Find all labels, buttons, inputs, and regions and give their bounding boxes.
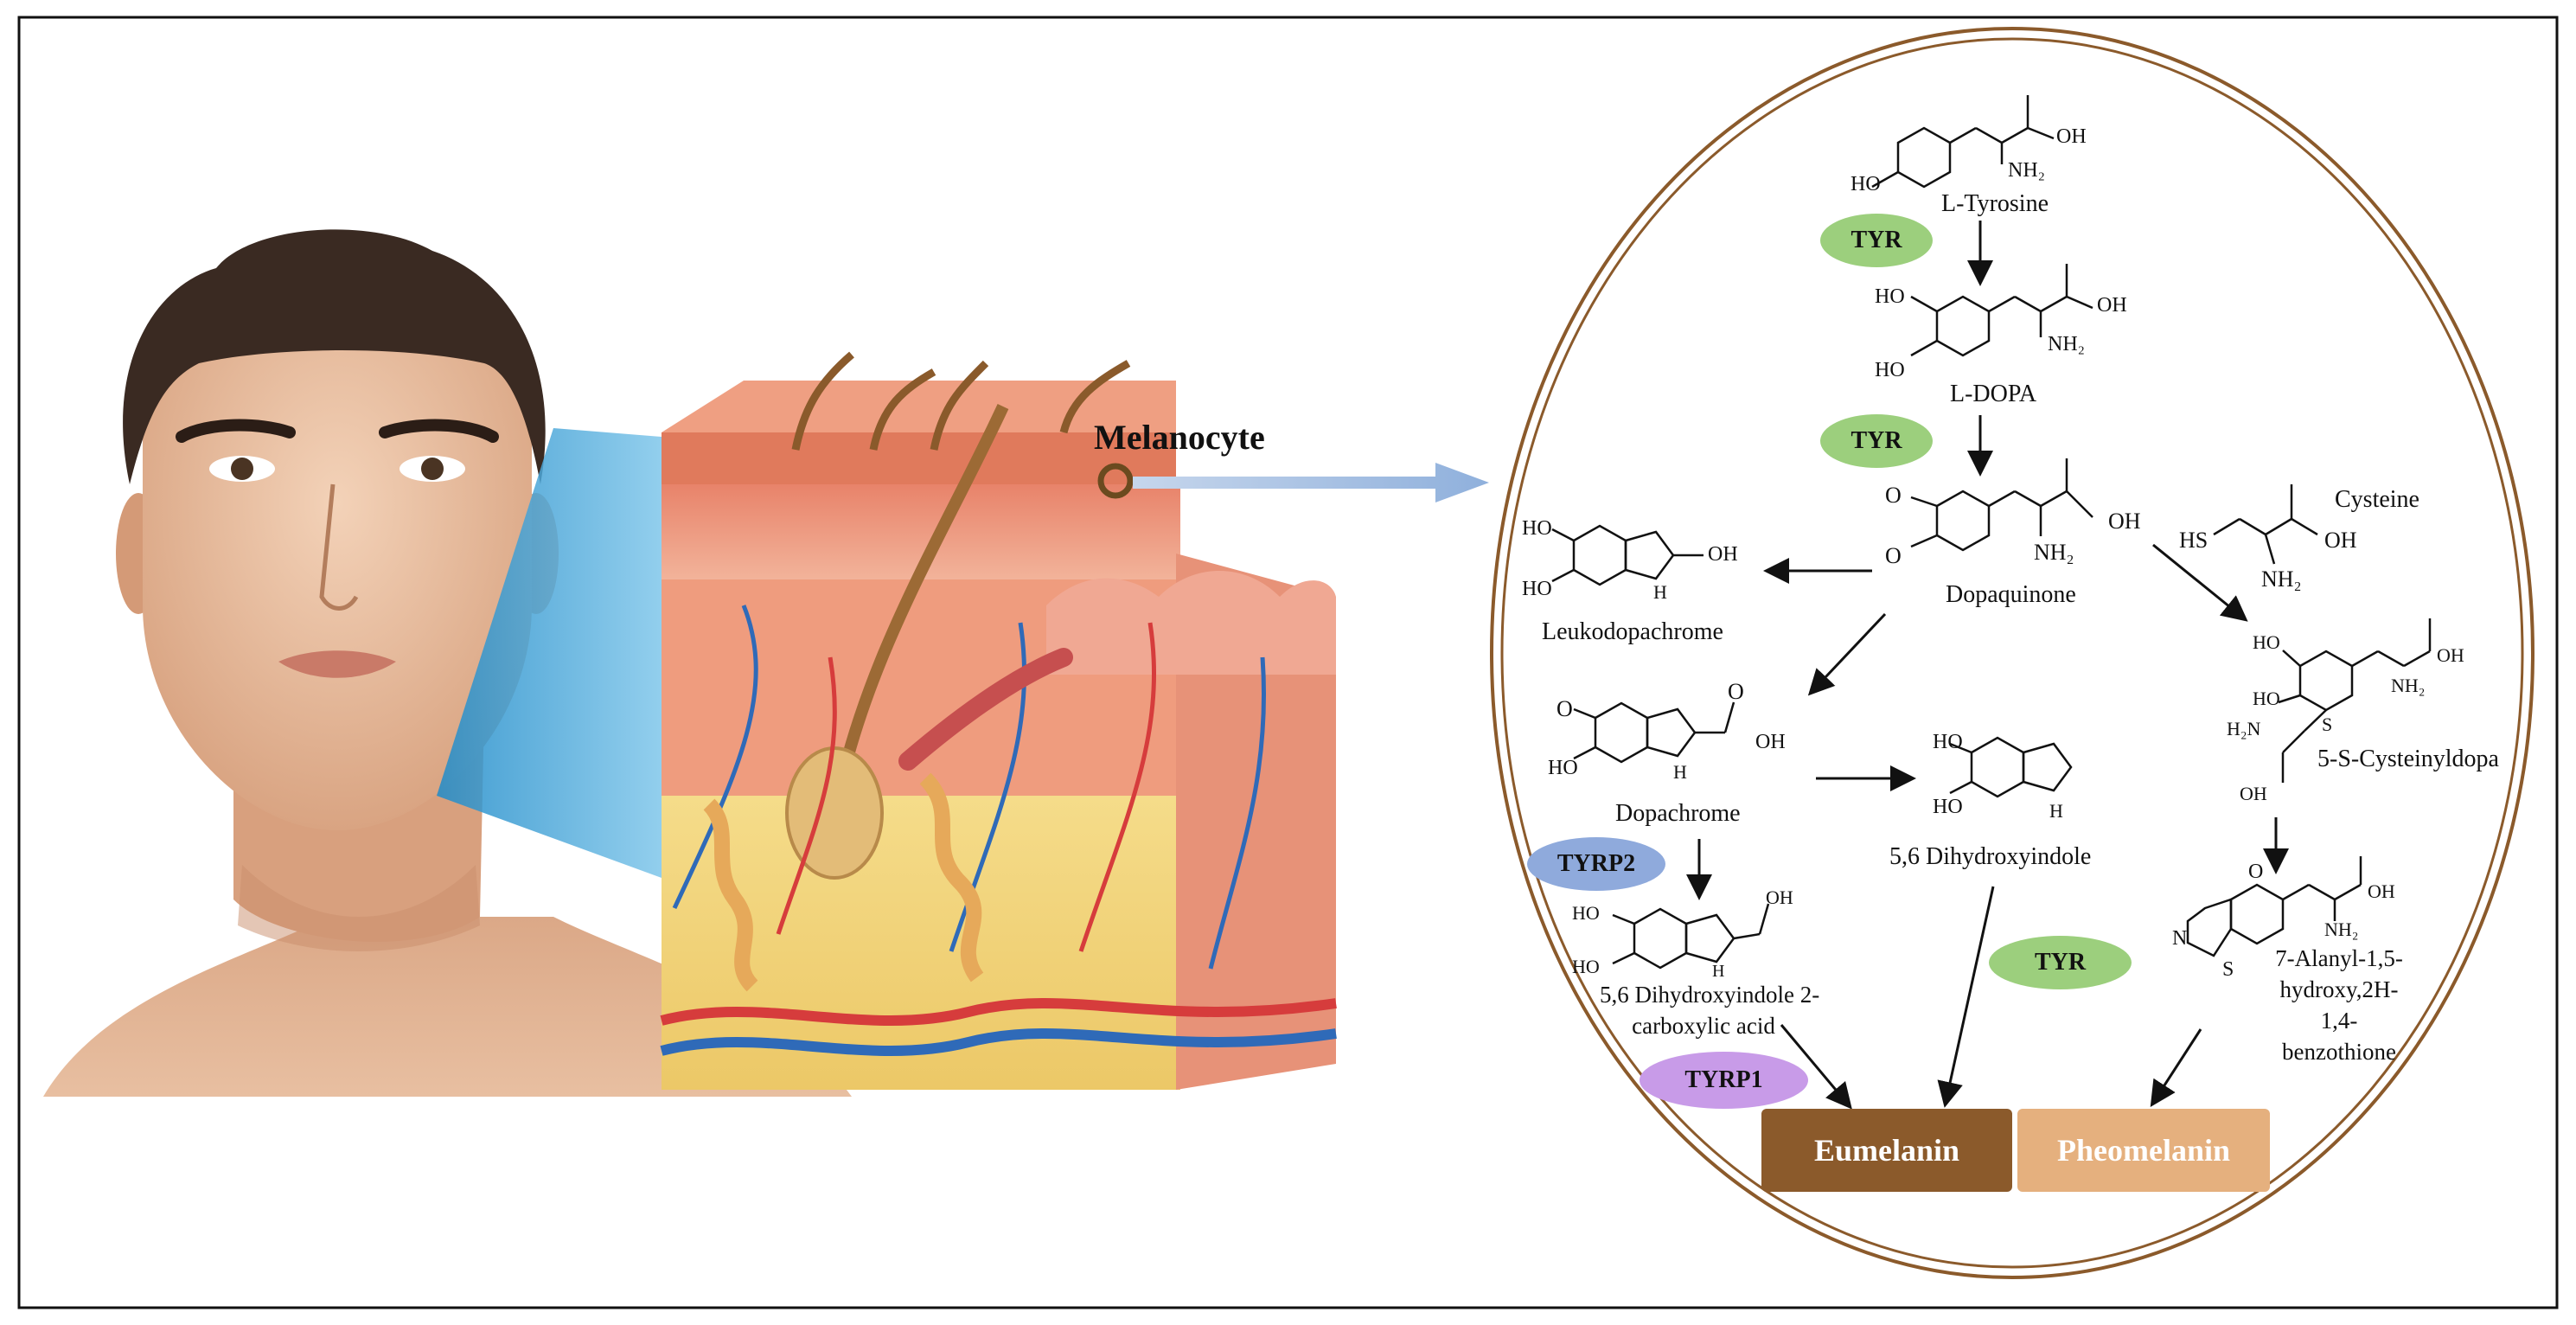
- chem-h-dhi: H: [2049, 800, 2063, 822]
- chem-ho-tyrosine: HO: [1851, 173, 1881, 195]
- chem-hs-cysteine: HS: [2179, 528, 2208, 553]
- chem-ho-leuko-2: HO: [1522, 578, 1552, 600]
- chem-nh2-dopa: NH₂: [2048, 333, 2086, 355]
- structure-dopaquinone: [1910, 458, 2093, 552]
- pathway-arrows: [1686, 221, 2289, 1110]
- arrow-dopaquinone-to-dopachrome: [1807, 612, 1887, 696]
- chem-nh2-dopaquinone: NH₂: [2034, 540, 2074, 565]
- structure-cysteine: [2213, 484, 2318, 565]
- enzyme-tyrp1: TYRP1: [1640, 1052, 1808, 1109]
- chem-ho-cysdopa-2: HO: [2253, 688, 2280, 709]
- chem-ho-cysdopa-1: HO: [2253, 631, 2280, 653]
- chem-oh-dopa: OH: [2097, 294, 2127, 317]
- chem-ho-dhica-1: HO: [1572, 902, 1600, 924]
- enzyme-tyr-1: TYR: [1820, 214, 1933, 267]
- face-illustration: [43, 229, 852, 1097]
- dihydroxyindole-label: 5,6 Dihydroxyindole: [1889, 843, 2092, 870]
- chem-oh-tyrosine: OH: [2056, 125, 2087, 148]
- structure-dopachrome: [1573, 701, 1735, 764]
- arrow-dopaquinone-to-cysteinyldopa: [2152, 543, 2248, 622]
- melanocyte-marker: [1097, 463, 1134, 499]
- eumelanin-box: Eumelanin: [1761, 1109, 2012, 1192]
- melanocyte-label: Melanocyte: [1094, 418, 1265, 457]
- chem-ho-dopachrome: HO: [1548, 757, 1578, 779]
- chem-h-dhica: H: [1712, 962, 1725, 981]
- melanocyte-arrow: [1133, 463, 1489, 502]
- chem-oh-cysdopa-2: OH: [2240, 783, 2267, 804]
- cysteine-label: Cysteine: [2335, 486, 2419, 513]
- benzothiazine-label: 7-Alanyl-1,5- hydroxy,2H- 1,4- benzothio…: [2253, 943, 2426, 1067]
- chem-oh-leuko: OH: [1708, 543, 1738, 566]
- dhica-label: 5,6 Dihydroxyindole 2- carboxylic acid: [1600, 979, 1820, 1041]
- dhica-label-line2: carboxylic acid: [1632, 1013, 1775, 1039]
- chem-s-benzo: S: [2222, 958, 2234, 981]
- enzyme-tyrp2: TYRP2: [1527, 837, 1665, 891]
- chem-oh-dopachrome: OH: [1755, 731, 1786, 753]
- chem-oh-dhica: OH: [1766, 887, 1793, 908]
- chem-ho-dopa-1: HO: [1875, 285, 1905, 308]
- arrow-dihydroxyindole-to-eumelanin: [1937, 886, 1995, 1108]
- chem-nh2-cysteine: NH₂: [2261, 566, 2302, 592]
- outer-frame: [17, 16, 2559, 1309]
- structure-dhica: [1612, 903, 1770, 970]
- benzothiazine-label-line1: 7-Alanyl-1,5-: [2275, 945, 2403, 971]
- benzothiazine-label-line4: benzothione: [2282, 1039, 2396, 1065]
- chem-nh2-cysdopa: NH₂: [2391, 675, 2426, 696]
- chem-o-dopachrome-1: O: [1556, 696, 1573, 721]
- arrow-dhica-to-eumelanin: [1780, 1024, 1852, 1110]
- cysteinyldopa-label: 5-S-Cysteinyldopa: [2317, 746, 2499, 772]
- chem-o-benzo: O: [2248, 861, 2264, 883]
- chem-o-dopaquinone-1: O: [1885, 483, 1902, 508]
- chem-h-leuko: H: [1653, 581, 1667, 603]
- l-dopa-label: L-DOPA: [1950, 381, 2037, 407]
- chem-ho-dopa-2: HO: [1875, 359, 1905, 381]
- benzothiazine-label-line2: hydroxy,2H-: [2279, 976, 2399, 1002]
- benzothiazine-label-line3: 1,4-: [2320, 1008, 2358, 1034]
- chem-nh2-tyrosine: NH₂: [2008, 159, 2046, 182]
- structure-dihydroxyindole: [1949, 736, 2073, 798]
- skin-cross-section: [660, 351, 1337, 1090]
- chem-ho-leuko-1: HO: [1522, 517, 1552, 540]
- dhica-label-line1: 5,6 Dihydroxyindole 2-: [1600, 982, 1820, 1008]
- chem-o-dopachrome-2: O: [1728, 679, 1744, 704]
- chem-ho-dhi-1: HO: [1933, 731, 1963, 753]
- leukodopachrome-label: Leukodopachrome: [1542, 618, 1723, 645]
- chem-oh-dopaquinone: OH: [2108, 509, 2141, 534]
- chem-oh-cysteine: OH: [2324, 528, 2357, 553]
- structure-cysteinyldopa: [2278, 618, 2432, 783]
- pathway-circle-outer: [1490, 27, 2534, 1279]
- zoom-beam: [437, 428, 662, 878]
- chem-h-dopachrome: H: [1673, 761, 1687, 783]
- chem-n-benzo: N: [2172, 927, 2188, 950]
- structure-leukodopachrome: [1551, 524, 1703, 586]
- pheomelanin-box: Pheomelanin: [2017, 1109, 2270, 1192]
- chem-oh-cysdopa: OH: [2437, 644, 2464, 666]
- pathway-circle-inner: [1500, 37, 2524, 1269]
- enzyme-tyr-3: TYR: [1989, 936, 2132, 989]
- structure-benzothiazine: [2186, 856, 2362, 957]
- structure-l-dopa: [1910, 264, 2093, 357]
- chem-ho-dhi-2: HO: [1933, 796, 1963, 818]
- chem-nh2-benzo: NH₂: [2324, 919, 2359, 940]
- structure-l-tyrosine: [1871, 95, 2055, 189]
- chem-oh-benzo: OH: [2368, 880, 2395, 902]
- chem-o-dopaquinone-2: O: [1885, 543, 1902, 568]
- chem-s-cysdopa: S: [2322, 714, 2333, 735]
- l-tyrosine-label: L-Tyrosine: [1941, 190, 2049, 217]
- dopaquinone-label: Dopaquinone: [1946, 581, 2076, 608]
- chem-ho-dhica-2: HO: [1572, 956, 1600, 977]
- dopachrome-label: Dopachrome: [1615, 800, 1741, 827]
- enzyme-tyr-2: TYR: [1820, 414, 1933, 468]
- arrow-benzothiazine-to-pheomelanin: [2150, 1028, 2202, 1108]
- chem-h2n-cysdopa: H₂N: [2227, 718, 2261, 739]
